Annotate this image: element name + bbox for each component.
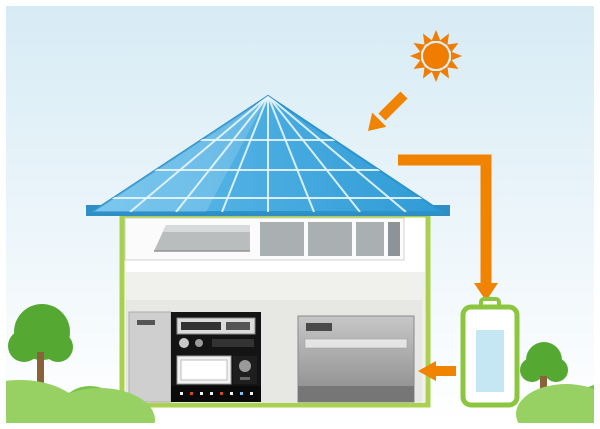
house bbox=[119, 212, 431, 408]
dishwasher-kickplate bbox=[298, 386, 414, 402]
appliance-stack bbox=[128, 311, 261, 403]
sun-icon bbox=[410, 30, 462, 82]
knob bbox=[179, 338, 189, 348]
tree-left bbox=[8, 304, 73, 398]
window-pane bbox=[388, 222, 400, 256]
bushes-left bbox=[0, 380, 155, 429]
arrow-roof-to-battery-icon bbox=[398, 154, 498, 301]
indicator-lights bbox=[180, 392, 253, 395]
range-hood bbox=[154, 225, 250, 252]
microwave-window bbox=[180, 359, 228, 381]
kitchen-cabinet bbox=[128, 311, 172, 403]
window-pane bbox=[260, 222, 304, 256]
dishwasher bbox=[297, 315, 415, 403]
window-pane bbox=[356, 222, 384, 256]
microwave-knob bbox=[239, 360, 251, 372]
battery-cell bbox=[476, 330, 504, 392]
button-row bbox=[212, 339, 254, 347]
cabinet-handle bbox=[137, 320, 155, 325]
microwave-oven bbox=[176, 355, 257, 385]
sun-rays bbox=[410, 30, 462, 82]
dishwasher-slot bbox=[304, 338, 408, 349]
window-pane bbox=[308, 222, 352, 256]
tree-right bbox=[520, 342, 568, 406]
sun-core bbox=[423, 43, 449, 69]
upper-floor-windows bbox=[124, 217, 405, 261]
knob bbox=[195, 339, 203, 347]
arrow-sun-to-roof-icon bbox=[368, 91, 408, 131]
dishwasher-handle bbox=[306, 323, 332, 331]
roof-highlight bbox=[92, 96, 268, 212]
storage-battery bbox=[460, 297, 520, 408]
appliance-base-strip bbox=[171, 386, 261, 402]
tree-trunk bbox=[37, 352, 44, 398]
display-readout bbox=[181, 322, 221, 330]
arrow-battery-to-house-icon bbox=[418, 361, 456, 381]
display-readout bbox=[226, 322, 250, 330]
microwave-buttons bbox=[240, 377, 250, 380]
